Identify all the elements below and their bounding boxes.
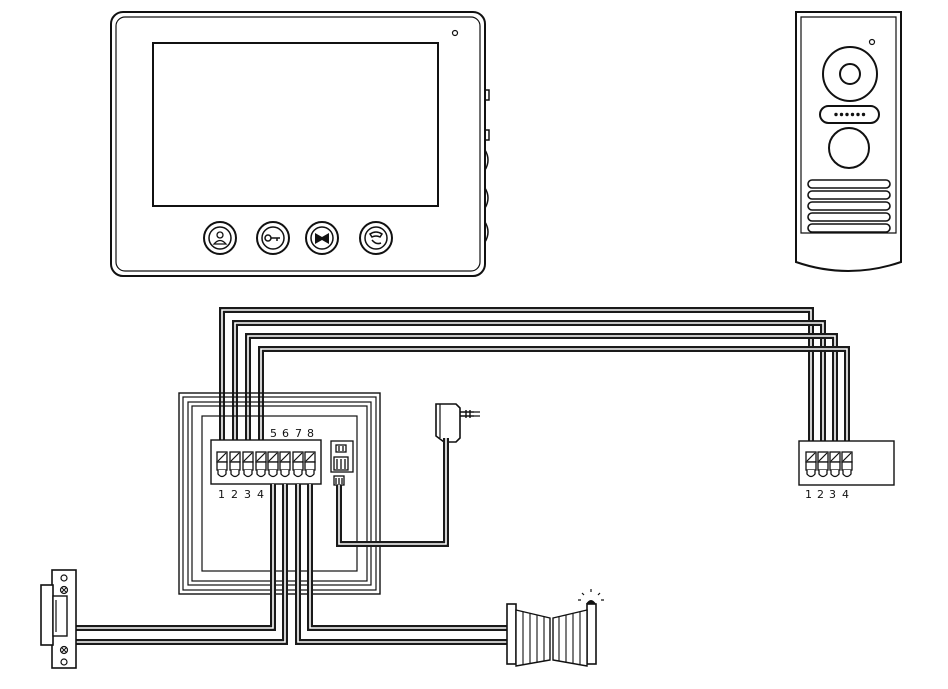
call-button[interactable]: [828, 127, 870, 169]
screw-terminal: [805, 451, 817, 478]
door-led: [868, 38, 876, 46]
status-led: [451, 29, 459, 37]
monitor-side-buttons: [484, 89, 490, 243]
power-wire: [336, 438, 449, 547]
indoor-monitor: [110, 11, 490, 277]
warning-lamp-icon: [578, 589, 604, 604]
gate-icon: [315, 233, 329, 244]
speaker-grille-icon: [819, 105, 880, 124]
grille-slot: [807, 179, 891, 189]
terminal-label-1: 1: [218, 488, 225, 501]
terminal-label-5: 5: [270, 427, 277, 440]
screw-terminal: [817, 451, 829, 478]
power-jack: [330, 440, 354, 486]
door-terminal-label-3: 3: [829, 488, 836, 501]
wall-backbox: [178, 392, 381, 595]
terminal-label-7: 7: [295, 427, 302, 440]
gate-opener-icon: [506, 589, 604, 667]
terminal-label-3: 3: [244, 488, 251, 501]
screw-terminal: [216, 451, 228, 478]
screw-terminal: [279, 451, 291, 478]
speaker-hole: [856, 112, 860, 117]
monitor-screen: [152, 42, 439, 207]
key-icon: [264, 234, 280, 242]
electric-lock-icon: [40, 569, 77, 669]
grille-slot: [807, 201, 891, 211]
terminal-label-2: 2: [231, 488, 238, 501]
microphone-grille: [807, 179, 891, 233]
hangup-button[interactable]: [359, 221, 393, 255]
screw-terminal: [304, 451, 316, 478]
unlock-button[interactable]: [256, 221, 290, 255]
screw-terminal: [841, 451, 853, 478]
screw-terminal: [829, 451, 841, 478]
talk-button[interactable]: [203, 221, 237, 255]
terminal-label-6: 6: [282, 427, 289, 440]
intercom-person-icon: [212, 231, 228, 245]
bus-wires: [219, 307, 850, 452]
grille-slot: [807, 190, 891, 200]
terminal-label-8: 8: [307, 427, 314, 440]
screw-terminal: [292, 451, 304, 478]
speaker-hole: [845, 112, 849, 117]
door-terminal-label-1: 1: [805, 488, 812, 501]
door-station: [795, 11, 902, 272]
phone-handset-icon: [368, 231, 384, 245]
door-terminal-block: 1 2 3 4: [798, 440, 895, 501]
speaker-hole: [839, 112, 844, 117]
speaker-hole: [850, 112, 855, 117]
screw-terminal: [255, 451, 267, 478]
camera-lens-icon: [822, 46, 878, 102]
monitor-terminal-block: 5 6 7 8 1 2 3 4: [210, 427, 322, 501]
speaker-hole: [861, 112, 866, 117]
terminal-label-4: 4: [257, 488, 264, 501]
screw-terminal: [267, 451, 279, 478]
speaker-hole: [834, 112, 838, 117]
grille-slot: [807, 212, 891, 222]
grille-slot: [807, 223, 891, 233]
door-terminal-label-4: 4: [842, 488, 849, 501]
gate-button[interactable]: [305, 221, 339, 255]
screw-terminal: [242, 451, 254, 478]
power-adapter-icon: [435, 403, 480, 443]
lock-and-gate-wires: [75, 484, 507, 645]
door-terminal-label-2: 2: [817, 488, 824, 501]
screw-terminal: [229, 451, 241, 478]
